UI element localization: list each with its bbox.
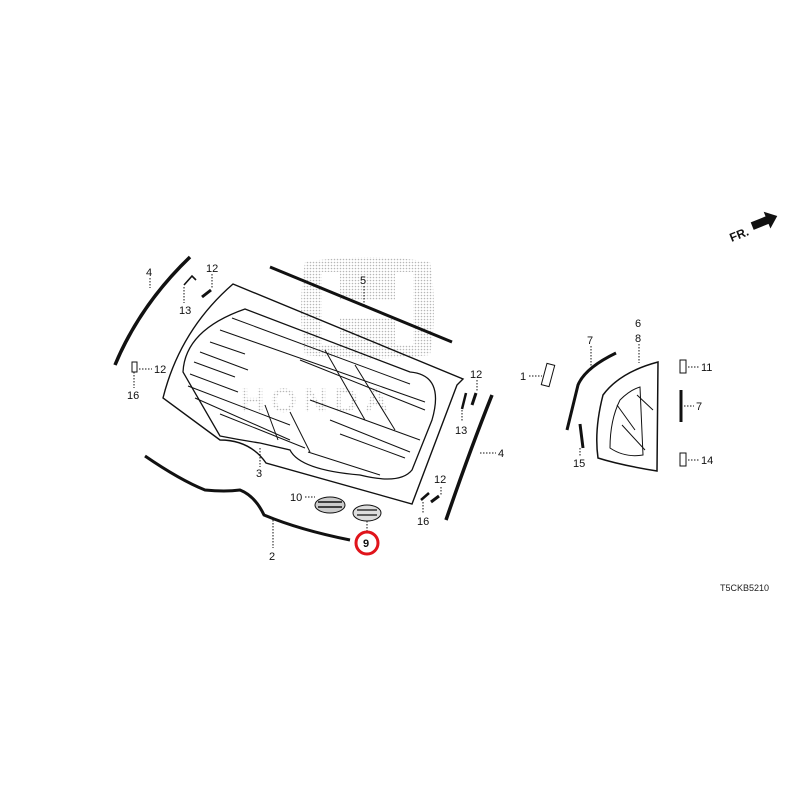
part-13-clip — [183, 274, 197, 286]
part-6-8-quarter-glass — [596, 361, 659, 472]
part-12-clip-lower — [430, 494, 440, 504]
callout-10: 10 — [290, 492, 302, 504]
part-10-emblem — [314, 496, 346, 514]
part-7-molding — [565, 351, 617, 431]
callout-12: 12 — [434, 474, 446, 486]
callout-2: 2 — [269, 551, 275, 563]
callout-5: 5 — [360, 275, 366, 287]
arrow-right-icon — [750, 211, 778, 230]
callout-13: 13 — [455, 425, 467, 437]
callout-1: 1 — [520, 371, 526, 383]
part-16-clip-right — [420, 492, 430, 501]
part-15-clip — [578, 423, 585, 449]
callout-12: 12 — [206, 263, 218, 275]
front-direction-indicator: FR. — [728, 211, 778, 245]
honda-logo-watermark: HONDA — [240, 257, 434, 420]
part-3-rear-windshield — [162, 283, 465, 505]
callout-6: 6 — [635, 318, 641, 330]
part-12-clip — [201, 288, 212, 299]
part-4-right-molding — [444, 394, 494, 521]
diagram-code: T5CKB5210 — [720, 583, 769, 593]
callout-13: 13 — [179, 305, 191, 317]
part-16-clip — [131, 361, 138, 373]
callout-7: 7 — [696, 401, 702, 413]
part-2-lower-molding — [144, 454, 351, 542]
part-11-clip — [679, 359, 687, 374]
callout-7: 7 — [587, 335, 593, 347]
part-9-emblem — [352, 504, 382, 522]
watermark-text: HONDA — [240, 382, 395, 420]
callout-16: 16 — [127, 390, 139, 402]
callout-8: 8 — [635, 333, 641, 345]
callout-15: 15 — [573, 458, 585, 470]
callout-4: 4 — [146, 267, 152, 279]
part-4-left-molding — [113, 255, 192, 366]
callout-9-highlighted[interactable]: 9 — [363, 538, 369, 550]
callout-4: 4 — [498, 448, 504, 460]
callout-3: 3 — [256, 468, 262, 480]
part-1-bracket — [540, 362, 556, 388]
highlight-ring-part-9[interactable] — [354, 530, 380, 556]
part-13-clip-right — [460, 392, 468, 410]
callout-12: 12 — [470, 369, 482, 381]
callout-16: 16 — [417, 516, 429, 528]
callout-12: 12 — [154, 364, 166, 376]
part-12-clip-right — [470, 392, 478, 406]
callout-14: 14 — [701, 455, 713, 467]
part-14-clip — [679, 452, 687, 467]
fr-label: FR. — [728, 225, 751, 245]
callout-11: 11 — [701, 362, 712, 374]
part-5-top-molding — [269, 265, 453, 344]
